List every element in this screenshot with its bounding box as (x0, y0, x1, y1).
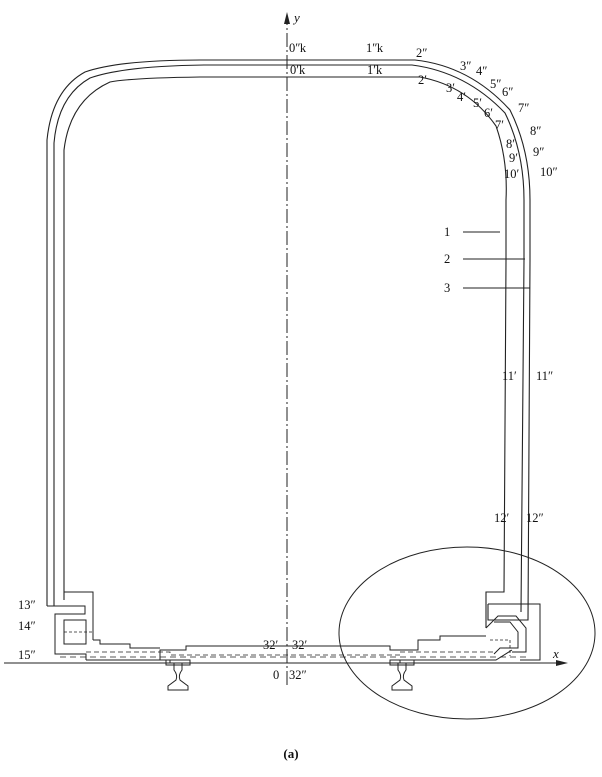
right-lower-inner-2 (493, 621, 519, 655)
leader-1-label: 1 (444, 225, 450, 239)
label-8-inner: 8ʹ (506, 137, 515, 151)
label-8-outer: 8ʺ (530, 124, 541, 138)
label-9-inner: 9ʹ (509, 151, 518, 165)
floor-contour-inner (93, 639, 160, 649)
figure-caption: (a) (283, 746, 298, 761)
detail-ellipse (338, 546, 596, 720)
label-32-inner-right: 32ʹ (292, 638, 308, 652)
label-2-inner: 2ʹ (418, 73, 427, 87)
label-10-inner: 10ʹ (504, 167, 520, 181)
leader-2-label: 2 (444, 252, 450, 266)
label-13-outer: 13ʺ (18, 598, 36, 612)
label-12-outer: 12ʺ (526, 511, 544, 525)
right-lower-outer-box (488, 603, 541, 661)
label-7-outer: 7ʺ (518, 101, 529, 115)
origin-label: 0 (273, 668, 279, 682)
rail-right (389, 659, 415, 691)
outline-1-left-foot (63, 591, 94, 640)
left-lower-step-outer (47, 605, 87, 660)
label-0k-inner: 0ʹk (290, 63, 306, 77)
label-5-inner: 5ʹ (473, 96, 482, 110)
floor-contour-dashed (86, 651, 496, 656)
label-1k-inner: 1ʹk (367, 63, 383, 77)
label-0k-outer: 0ʺk (289, 41, 307, 55)
label-3-inner: 3ʹ (446, 81, 455, 95)
label-2-outer: 2ʺ (416, 46, 427, 60)
outline-3-outermost (46, 59, 531, 621)
label-32-outer: 32ʺ (289, 668, 307, 682)
label-6-inner: 6ʹ (484, 106, 493, 120)
label-9-outer: 9ʺ (533, 145, 544, 159)
label-6-outer: 6ʺ (502, 85, 513, 99)
label-5-outer: 5ʺ (490, 77, 501, 91)
outline-1-innermost (63, 76, 507, 628)
y-axis-label: y (292, 10, 300, 25)
label-12-inner: 12ʹ (494, 511, 510, 525)
label-4-inner: 4ʹ (457, 90, 466, 104)
label-32-inner-left: 32ʹ (263, 638, 279, 652)
right-lower-inner-1 (485, 615, 527, 653)
label-7-inner: 7ʹ (495, 118, 504, 132)
outline-2-middle (53, 64, 525, 613)
right-lower-dashed (490, 639, 511, 656)
label-15-outer: 15ʺ (18, 648, 36, 662)
label-1k-outer: 1ʺk (366, 41, 384, 55)
label-3-outer: 3ʺ (460, 59, 471, 73)
leader-3-label: 3 (444, 281, 450, 295)
label-11-outer: 11ʺ (536, 369, 553, 383)
label-14-outer: 14ʺ (18, 619, 36, 633)
x-axis-label: x (552, 646, 559, 661)
y-axis-arrow (284, 12, 290, 24)
label-10-outer: 10ʺ (540, 165, 558, 179)
label-11-inner: 11ʹ (502, 369, 517, 383)
label-4-outer: 4ʺ (476, 64, 487, 78)
x-axis-arrow (556, 660, 568, 666)
rail-left (165, 659, 191, 691)
